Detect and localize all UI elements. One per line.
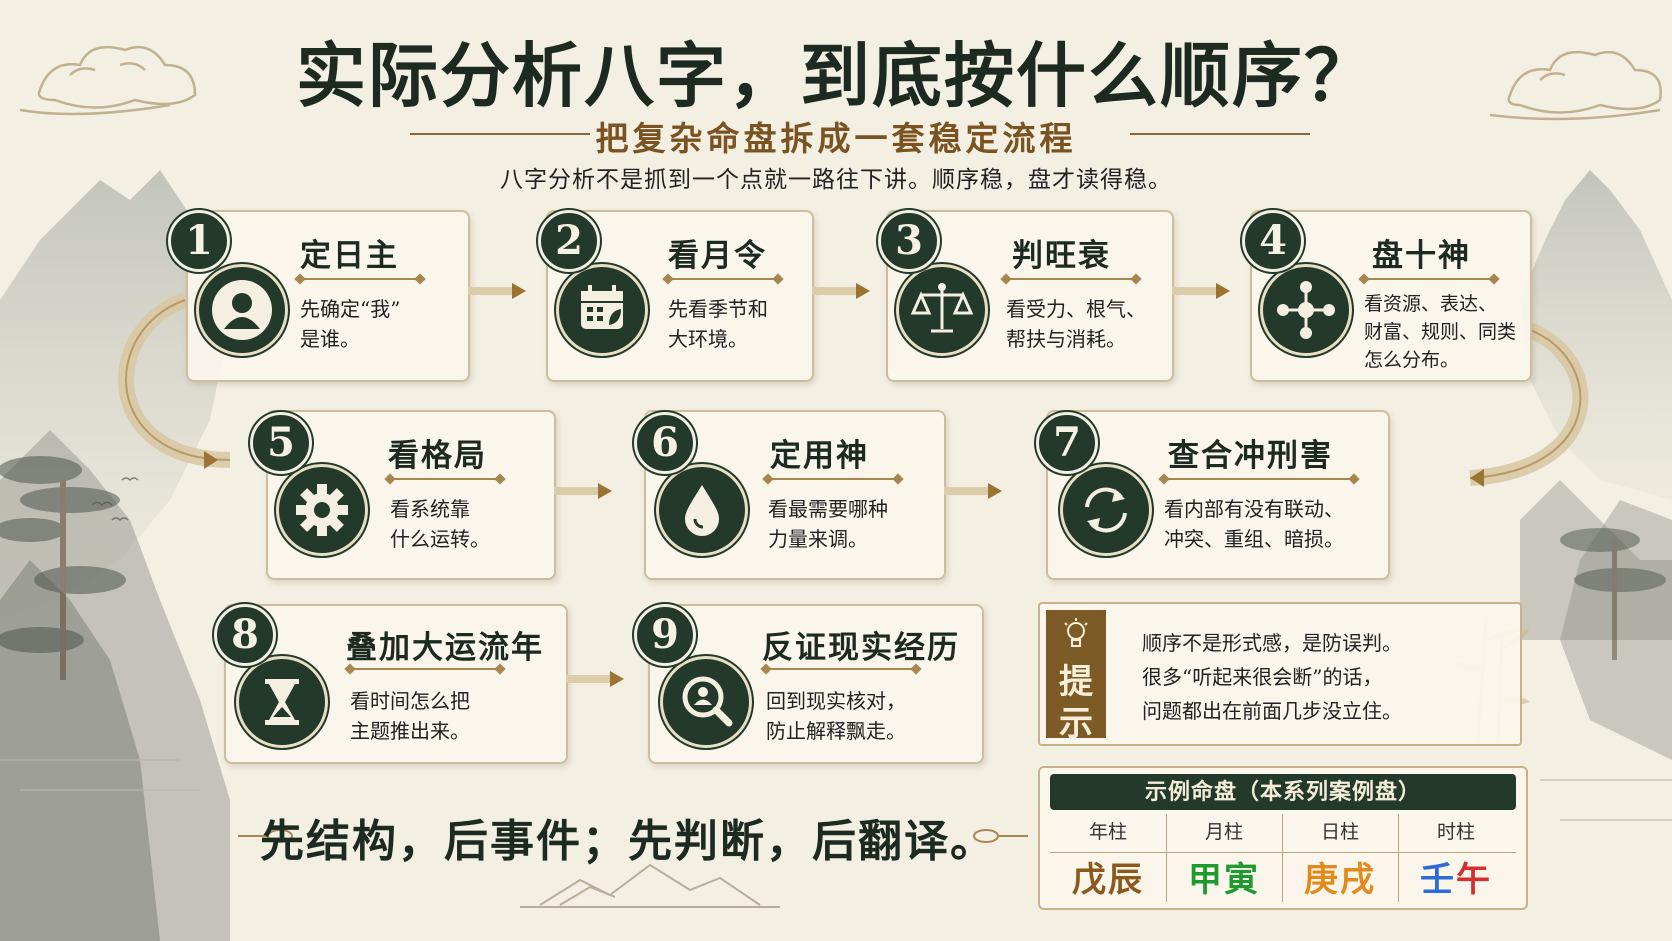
page-title: 实际分析八字，到底按什么顺序？ (296, 34, 1376, 117)
pillar-value-hour-branch: 午 (1456, 860, 1492, 900)
step-number-3: 3 (878, 210, 940, 272)
step-desc-8: 看时间怎么把主题推出来。 (350, 689, 470, 743)
step-title-3: 判旺衰 (1012, 238, 1111, 274)
balance-scale-icon (896, 264, 988, 356)
subtitle-row: 把复杂命盘拆成一套稳定流程 (0, 112, 1672, 158)
lightbulb-icon (1064, 618, 1088, 647)
hourglass-icon (236, 656, 328, 748)
pillar-header-hour: 时柱 (1436, 821, 1475, 843)
step-desc-7: 看内部有没有联动、冲突、重组、暗损。 (1164, 497, 1344, 551)
step-rule-2 (668, 278, 778, 280)
network-icon (1260, 264, 1352, 356)
step-title-1: 定日主 (300, 238, 399, 274)
step-title-9: 反证现实经历 (762, 630, 960, 666)
step-rule-6 (768, 478, 898, 480)
pillar-header-day: 日柱 (1320, 821, 1359, 843)
flow-arrow-5-6 (554, 483, 612, 499)
step-rule-4 (1364, 278, 1494, 280)
slogan-text: 先结构，后事件；先判断，后翻译。 (260, 816, 996, 867)
gear-icon (276, 464, 368, 556)
pillar-header-month: 月柱 (1204, 821, 1243, 843)
step-rule-1 (300, 278, 420, 280)
step-number-9: 9 (634, 604, 696, 666)
tip-char-1: 提 (1059, 662, 1093, 702)
subtitle-divider-right (1130, 133, 1310, 135)
step-desc-9: 回到现实核对，防止解释飘走。 (766, 689, 906, 743)
intro-text: 八字分析不是抓到一个点就一路往下讲。顺序稳，盘才读得稳。 (500, 167, 1172, 193)
flow-arrow-6-7 (944, 483, 1002, 499)
step-rule-3 (1006, 278, 1136, 280)
step-number-4: 4 (1242, 210, 1304, 272)
page-subtitle: 把复杂命盘拆成一套稳定流程 (595, 119, 1077, 158)
step-desc-4: 看资源、表达、财富、规则、同类怎么分布。 (1364, 293, 1517, 371)
slogan-ornament-left (238, 829, 293, 843)
pillar-value-hour-stem: 壬 (1420, 860, 1456, 900)
tip-char-2: 示 (1059, 704, 1093, 744)
chart-divider-v3 (1398, 814, 1399, 902)
step-title-5: 看格局 (388, 438, 487, 474)
flow-arrow-1-2 (468, 283, 526, 299)
step-desc-6: 看最需要哪种力量来调。 (768, 497, 888, 551)
step-rule-7 (1164, 478, 1354, 480)
step-number-8: 8 (214, 604, 276, 666)
step-rule-8 (350, 668, 500, 670)
step-number-7: 7 (1036, 412, 1098, 474)
tip-text: 顺序不是形式感，是防误判。 很多“听起来很会断”的话， 问题都出在前面几步没立住… (1142, 631, 1402, 723)
tip-box: 提 示 顺序不是形式感，是防误判。 很多“听起来很会断”的话， 问题都出在前面几… (1038, 602, 1522, 746)
subtitle-divider-left (410, 133, 590, 135)
chart-divider-v2 (1282, 814, 1283, 902)
sample-chart-title: 示例命盘（本系列案例盘） (1050, 774, 1516, 810)
step-number-6: 6 (634, 412, 696, 474)
step-title-2: 看月令 (668, 238, 767, 274)
person-icon (196, 264, 288, 356)
magnifier-person-icon (660, 656, 752, 748)
step-title-4: 盘十神 (1372, 238, 1471, 274)
chart-divider-h (1050, 852, 1516, 853)
tip-label: 提 示 (1046, 610, 1106, 744)
step-number-5: 5 (250, 412, 312, 474)
step-number-2: 2 (538, 210, 600, 272)
flow-arrow-2-3 (812, 283, 870, 299)
step-title-8: 叠加大运流年 (346, 630, 544, 666)
step-desc-2: 先看季节和大环境。 (668, 297, 768, 351)
step-rule-5 (390, 478, 500, 480)
chart-divider-v1 (1166, 814, 1167, 902)
pillar-value-hour: 壬午 (1398, 858, 1514, 902)
pillar-header-year: 年柱 (1088, 821, 1127, 843)
flow-arrow-3-4 (1172, 283, 1230, 299)
step-rule-9 (766, 668, 916, 670)
pillar-value-day: 庚戌 (1304, 860, 1376, 900)
sample-chart-box: 示例命盘（本系列案例盘） 年柱 月柱 日柱 时柱 戊辰 甲寅 庚戌 壬午 (1038, 766, 1528, 910)
step-title-7: 查合冲刑害 (1168, 438, 1333, 474)
step-title-6: 定用神 (770, 438, 869, 474)
step-desc-5: 看系统靠什么运转。 (390, 497, 490, 551)
cycle-arrows-icon (1060, 464, 1152, 556)
flow-arrow-8-9 (566, 671, 624, 687)
water-drop-icon (656, 464, 748, 556)
step-number-1: 1 (168, 210, 230, 272)
pillar-value-year: 戊辰 (1072, 860, 1144, 900)
slogan-ornament-right (973, 829, 1028, 843)
pillar-value-month: 甲寅 (1188, 860, 1260, 900)
step-desc-3: 看受力、根气、帮扶与消耗。 (1006, 297, 1146, 351)
calendar-leaf-icon (556, 264, 648, 356)
step-desc-1: 先确定“我”是谁。 (300, 297, 401, 351)
